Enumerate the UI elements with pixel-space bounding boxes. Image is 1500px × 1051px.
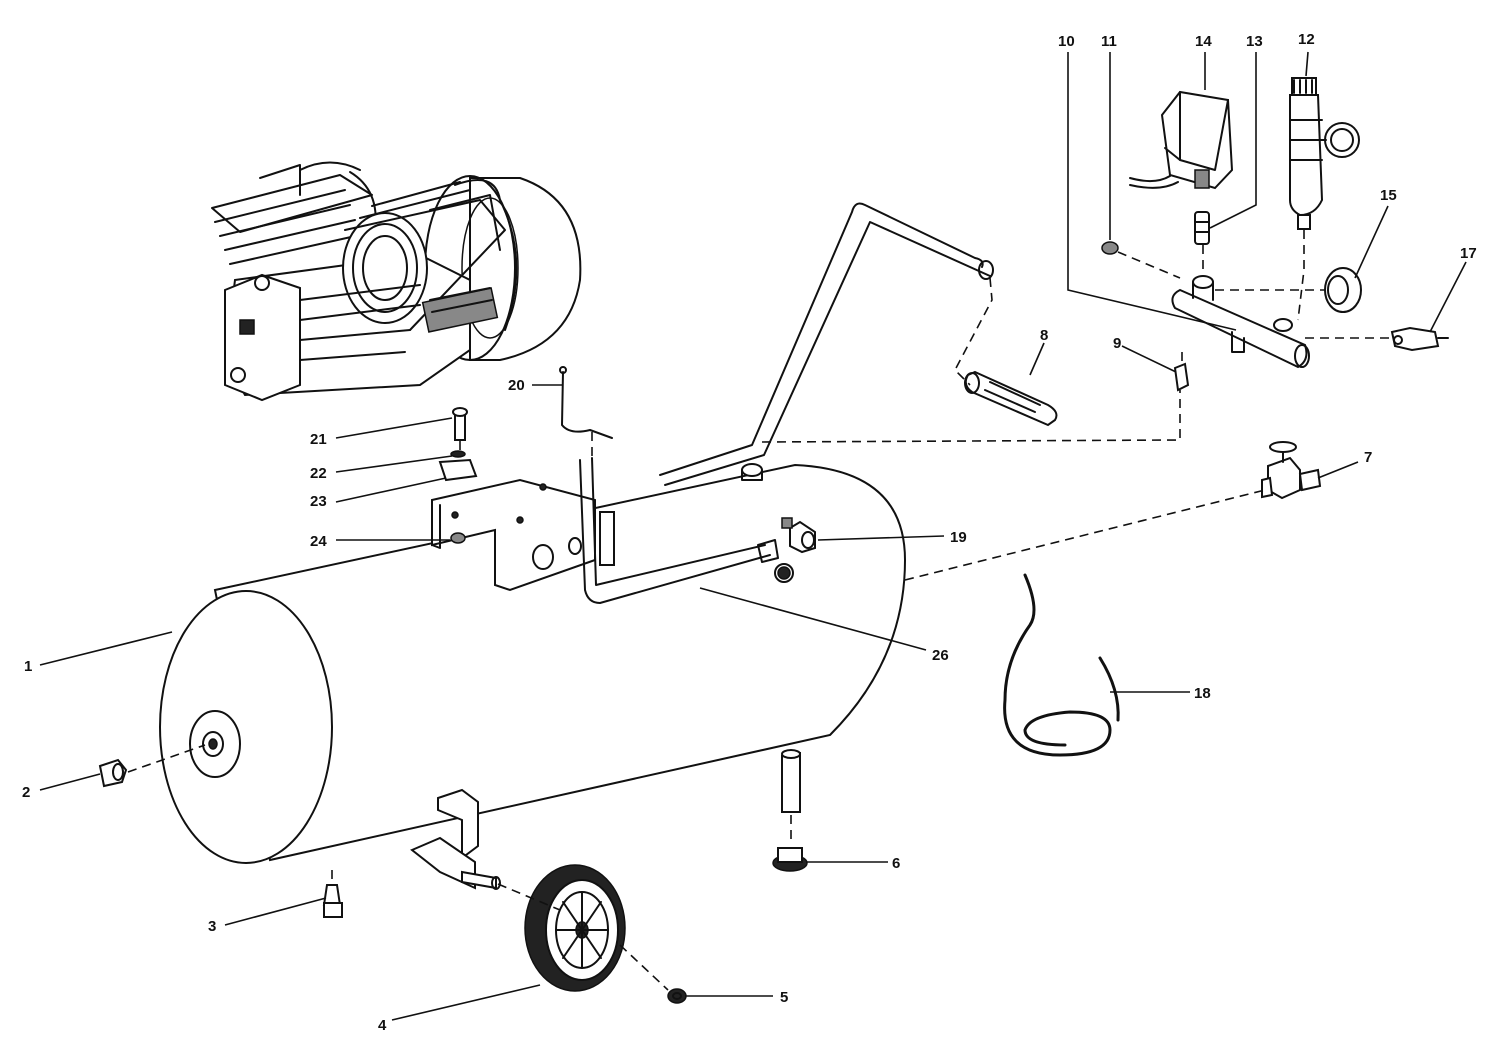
label-13: 13 <box>1246 33 1263 50</box>
label-14: 14 <box>1195 33 1212 50</box>
label-6: 6 <box>892 855 900 872</box>
power-cable-18 <box>1003 573 1120 757</box>
part-labels: 1 2 3 4 5 6 7 8 9 10 11 12 13 14 15 17 1… <box>22 31 1477 1034</box>
label-5: 5 <box>780 989 788 1006</box>
pump-motor-unit <box>211 161 582 402</box>
label-17: 17 <box>1460 245 1477 262</box>
delivery-pipe <box>579 457 794 604</box>
label-21: 21 <box>310 431 327 448</box>
air-tank <box>159 463 907 890</box>
handle <box>659 202 994 486</box>
label-7: 7 <box>1364 449 1372 466</box>
tank-valve-19 <box>781 517 816 554</box>
leader-lines <box>39 51 1467 1021</box>
rubber-foot-6 <box>772 847 808 872</box>
label-15: 15 <box>1380 187 1397 204</box>
drain-tube-20 <box>559 366 613 439</box>
label-2: 2 <box>22 784 30 801</box>
label-10: 10 <box>1058 33 1075 50</box>
clip-5 <box>667 988 687 1004</box>
assembly-dashed-lines <box>127 230 1390 991</box>
manifold-group <box>1101 77 1449 392</box>
motor-bracket <box>431 478 596 592</box>
label-1: 1 <box>24 658 32 675</box>
air-filter-8 <box>964 370 1058 427</box>
label-22: 22 <box>310 465 327 482</box>
label-11: 11 <box>1101 33 1117 50</box>
mount-hardware <box>438 407 478 544</box>
label-9: 9 <box>1113 335 1121 352</box>
label-24: 24 <box>310 533 327 550</box>
drain-cock-3 <box>322 884 343 918</box>
plug-2 <box>98 758 128 788</box>
label-12: 12 <box>1298 31 1315 48</box>
label-19: 19 <box>950 529 967 546</box>
label-18: 18 <box>1194 685 1211 702</box>
wheel-4 <box>524 864 626 992</box>
label-23: 23 <box>310 493 327 510</box>
label-3: 3 <box>208 918 216 935</box>
valve-7 <box>1261 441 1322 500</box>
label-26: 26 <box>932 647 949 664</box>
label-8: 8 <box>1040 327 1048 344</box>
label-20: 20 <box>508 377 525 394</box>
label-4: 4 <box>378 1017 387 1034</box>
